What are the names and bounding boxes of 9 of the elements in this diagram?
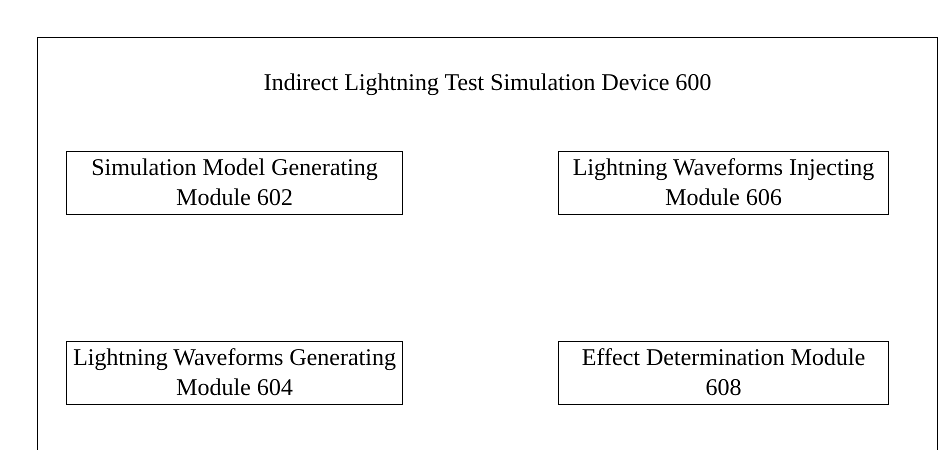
module-label: Effect Determination Module 608 (580, 344, 866, 403)
module-label: Simulation Model Generating Module 602 (90, 154, 379, 213)
module-box (66, 151, 403, 215)
device-title: Indirect Lightning Test Simulation Device 600 (262, 69, 712, 98)
module-box (558, 341, 889, 405)
module-box (558, 151, 889, 215)
module-label: Lightning Waveforms Injecting Module 606 (572, 154, 876, 213)
module-label: Lightning Waveforms Generating Module 604 (72, 344, 397, 403)
device-frame (37, 37, 938, 450)
